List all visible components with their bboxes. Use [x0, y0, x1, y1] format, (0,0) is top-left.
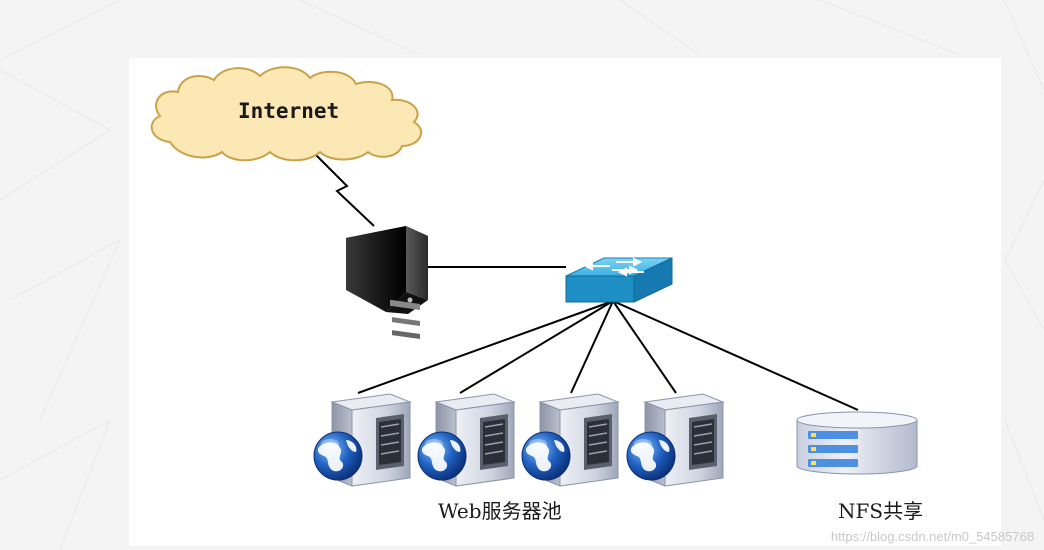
web-server-pool-label: Web服务器池 [438, 499, 562, 523]
internet-gateway-link [307, 146, 375, 227]
internet-label: Internet [238, 99, 340, 123]
cloud-icon [150, 66, 423, 162]
web-server-icon [626, 393, 725, 487]
switch-web1-link [357, 300, 614, 394]
tower-server-icon [346, 226, 428, 340]
web-server-icon [417, 393, 516, 487]
storage-disk-icon [796, 411, 918, 475]
switch-web2-link [459, 300, 614, 394]
watermark: https://blog.csdn.net/m0_54585768 [830, 529, 1034, 544]
nfs-share-label: NFS共享 [838, 499, 924, 523]
web-server-icon [313, 393, 412, 487]
switch-nfs-link [612, 300, 859, 411]
connections [307, 146, 859, 411]
web-server-icon [521, 393, 620, 487]
network-switch-icon [565, 257, 673, 303]
web-server-group [313, 393, 725, 487]
switch-web3-link [570, 300, 614, 394]
switch-web4-link [612, 300, 677, 394]
